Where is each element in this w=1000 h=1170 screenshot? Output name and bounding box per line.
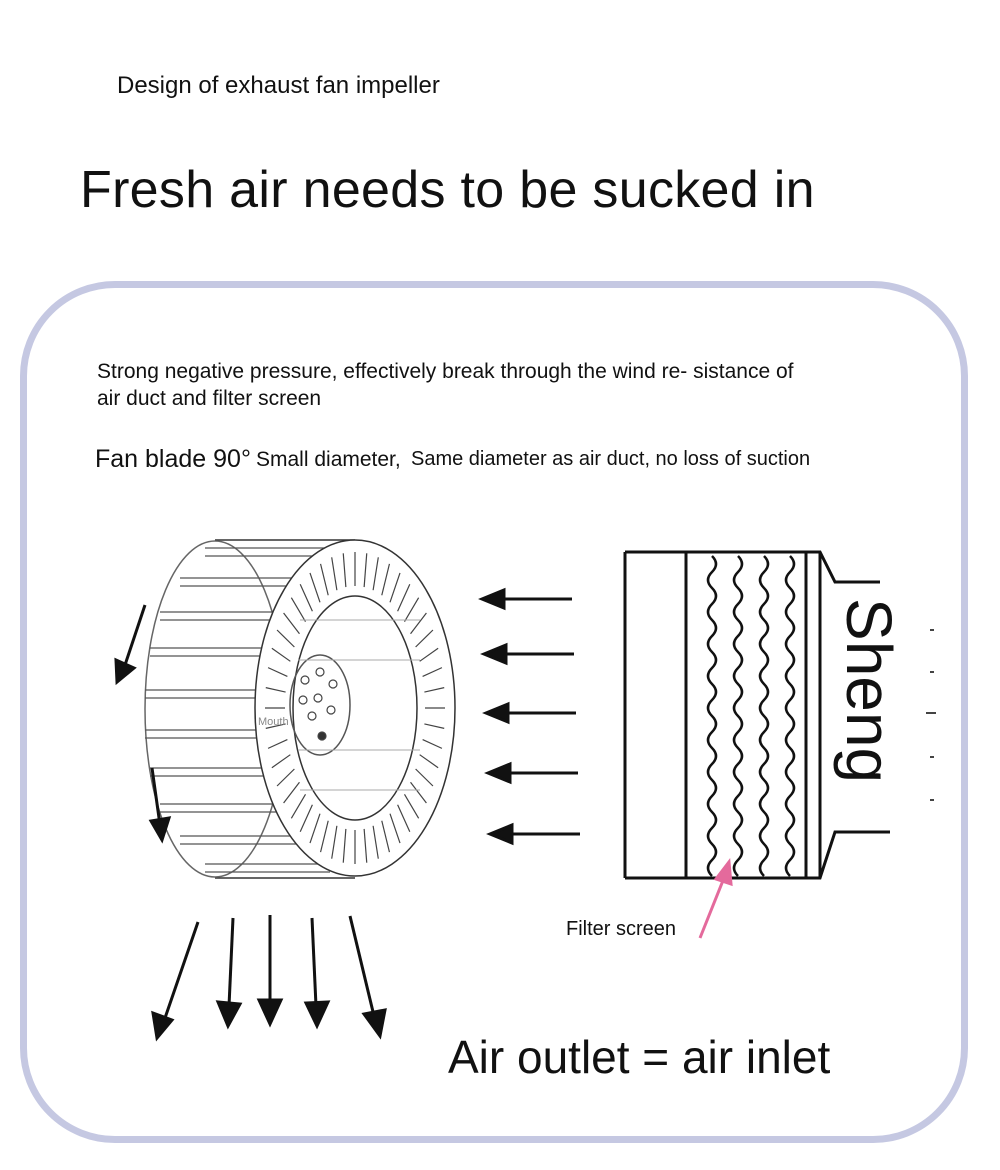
diagram-subtitle: Design of exhaust fan impeller bbox=[117, 72, 440, 99]
ring-slot bbox=[267, 667, 288, 677]
ring-slot bbox=[342, 553, 347, 588]
ring-slot bbox=[372, 557, 379, 591]
ring-slot bbox=[397, 804, 411, 833]
mouth-label: Mouth bbox=[258, 716, 289, 728]
ring-slot bbox=[283, 612, 300, 635]
ring-slot bbox=[389, 813, 401, 844]
ring-slot bbox=[410, 612, 427, 635]
ring-slot bbox=[309, 572, 321, 603]
filter-waves bbox=[706, 555, 796, 877]
filter-wave-line bbox=[758, 555, 770, 877]
ring-slot bbox=[265, 723, 286, 729]
ring-slot bbox=[299, 804, 313, 833]
ring-slot bbox=[403, 597, 420, 623]
ring-slot bbox=[424, 687, 445, 693]
ring-slot bbox=[342, 828, 347, 863]
filter-wave-line bbox=[706, 555, 718, 877]
small-diameter-label: Small diameter, bbox=[256, 448, 401, 471]
ring-slot bbox=[271, 754, 291, 769]
ring-slot bbox=[319, 563, 329, 596]
brand-text: Sheng bbox=[833, 598, 905, 784]
ring-slot bbox=[389, 572, 401, 603]
ring-slot bbox=[271, 647, 291, 662]
ring-slot bbox=[331, 825, 338, 859]
ring-slot bbox=[309, 813, 321, 844]
duct-drawing bbox=[623, 550, 890, 880]
ring-slot bbox=[299, 583, 313, 612]
ring-slot bbox=[381, 820, 391, 853]
inlet-arrows bbox=[478, 587, 580, 846]
ring-slot bbox=[267, 739, 288, 749]
fan-blade-label: Fan blade 90° bbox=[95, 445, 251, 473]
ring-slot bbox=[397, 583, 411, 612]
ring-slot bbox=[331, 557, 338, 591]
ring-slot bbox=[290, 597, 307, 623]
ring-slot bbox=[410, 781, 427, 804]
impeller-drawing bbox=[144, 539, 456, 879]
ring-slot bbox=[276, 629, 295, 648]
ring-slot bbox=[419, 647, 439, 662]
ring-slot bbox=[372, 825, 379, 859]
ring-slot bbox=[403, 793, 420, 819]
ring-slot bbox=[415, 768, 434, 787]
ring-slot bbox=[319, 820, 329, 853]
pressure-description: Strong negative pressure, effectively br… bbox=[97, 360, 794, 410]
filter-pointer bbox=[698, 858, 733, 939]
ring-slot bbox=[419, 754, 439, 769]
ring-slot bbox=[415, 629, 434, 648]
ring-slot bbox=[363, 553, 368, 588]
filter-wave-line bbox=[732, 555, 744, 877]
headline: Fresh air needs to be sucked in bbox=[80, 161, 815, 219]
filter-screen-label: Filter screen bbox=[566, 918, 677, 940]
ring-slot bbox=[290, 793, 307, 819]
ring-slot bbox=[424, 723, 445, 729]
ring-slot bbox=[381, 563, 391, 596]
side-flow-arrows bbox=[114, 604, 172, 844]
diagram-panel bbox=[20, 281, 968, 1143]
ring-slot bbox=[276, 768, 295, 787]
ring-slot bbox=[422, 667, 443, 677]
ring-slot bbox=[422, 739, 443, 749]
outlet-equals-inlet-label: Air outlet = air inlet bbox=[448, 1031, 831, 1083]
same-diameter-label: Same diameter as air duct, no loss of su… bbox=[411, 448, 811, 470]
outlet-arrows bbox=[151, 915, 387, 1042]
ring-slot bbox=[283, 781, 300, 804]
ring-slot bbox=[265, 687, 286, 693]
filter-wave-line bbox=[784, 555, 796, 877]
ring-slot bbox=[363, 828, 368, 863]
